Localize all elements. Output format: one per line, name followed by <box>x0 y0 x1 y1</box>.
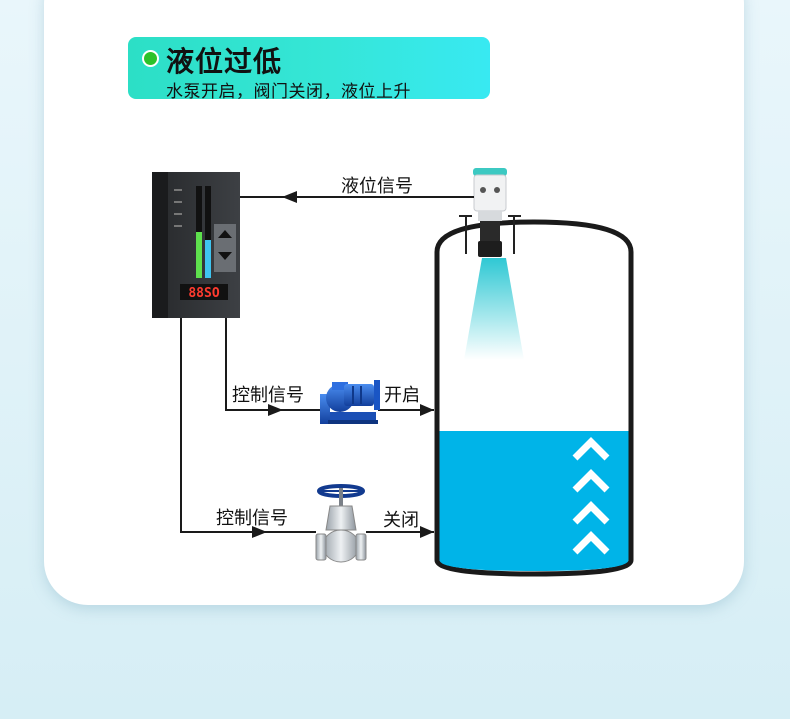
water-pump-icon <box>320 380 380 424</box>
level-signal-line <box>240 191 474 203</box>
pump-control-line <box>225 318 434 416</box>
pump-control-signal-label: 控制信号 <box>232 385 304 406</box>
level-signal-label: 液位信号 <box>341 176 413 197</box>
valve-state-label: 关闭 <box>383 510 419 531</box>
banner-subtitle: 水泵开启，阀门关闭，液位上升 <box>166 82 411 102</box>
rising-chevrons-icon <box>572 437 610 555</box>
valve-control-line <box>180 318 434 538</box>
status-dot-icon <box>142 50 159 67</box>
valve-control-signal-label: 控制信号 <box>216 508 288 529</box>
banner-title: 液位过低 <box>166 45 283 78</box>
status-banner: 液位过低 水泵开启，阀门关闭，液位上升 <box>128 37 490 102</box>
storage-tank <box>434 219 634 577</box>
water-level <box>439 431 629 571</box>
gate-valve-icon <box>315 484 367 563</box>
sensor-beam <box>464 258 524 360</box>
radar-level-sensor-icon <box>459 168 521 257</box>
controller-display: 88SO <box>188 286 219 301</box>
pump-state-label: 开启 <box>384 385 420 406</box>
controller-device-icon: 88SO <box>152 172 240 318</box>
